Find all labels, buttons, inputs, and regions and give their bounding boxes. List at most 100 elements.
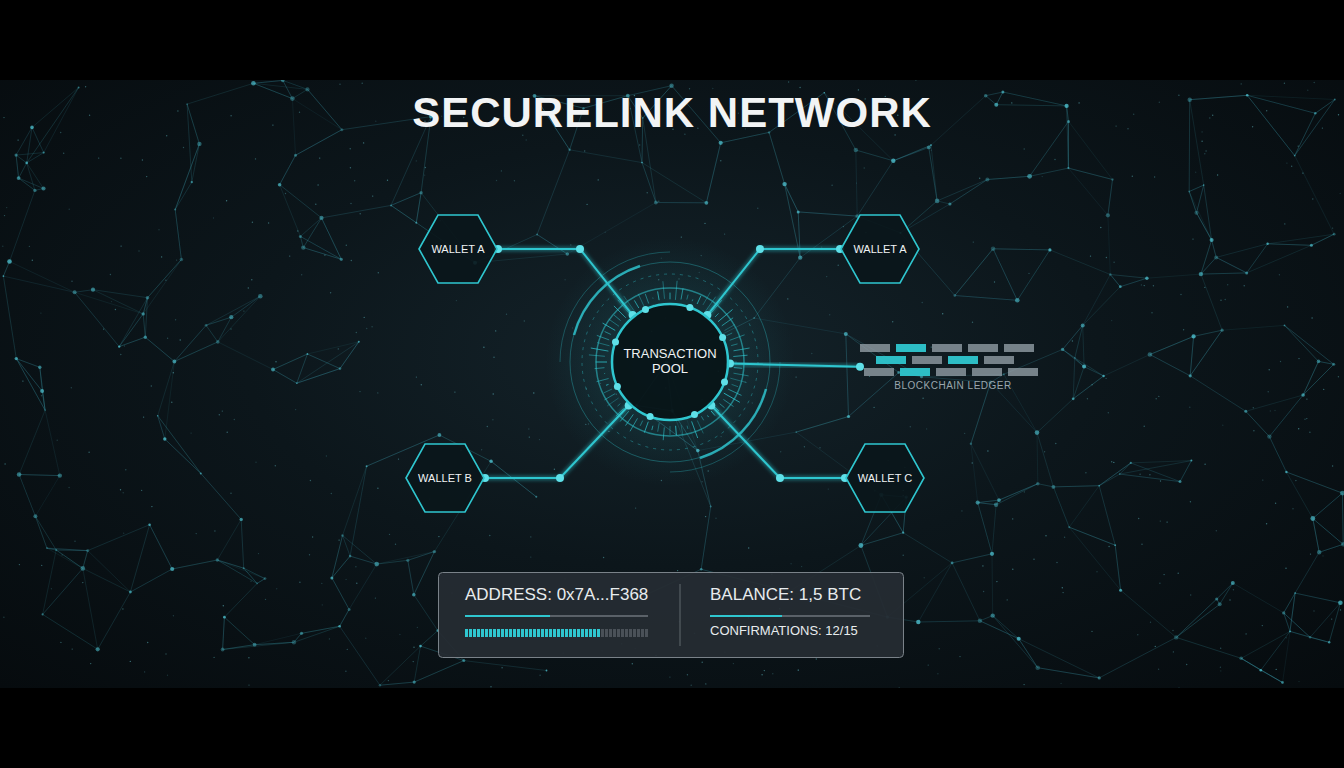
star-dot xyxy=(1332,227,1333,228)
network-dot xyxy=(1314,112,1316,114)
network-line xyxy=(1286,472,1342,493)
star-dot xyxy=(838,265,839,266)
network-line xyxy=(537,235,567,255)
star-dot xyxy=(973,241,974,242)
network-line xyxy=(642,163,656,203)
network-line xyxy=(391,205,416,222)
network-dot xyxy=(927,146,931,150)
network-line xyxy=(918,621,980,622)
star-dot xyxy=(1340,609,1341,610)
star-dot xyxy=(248,287,249,288)
network-line xyxy=(158,416,201,474)
network-line xyxy=(570,150,642,163)
network-line xyxy=(1295,593,1340,603)
network-line xyxy=(224,617,254,645)
network-line xyxy=(1261,631,1290,670)
ledger-block xyxy=(912,356,942,364)
network-dot xyxy=(142,312,145,315)
network-dot xyxy=(710,505,712,507)
pool-tick xyxy=(703,292,711,305)
star-dot xyxy=(996,581,997,582)
star-dot xyxy=(811,353,812,354)
star-dot xyxy=(1151,312,1152,313)
network-dot xyxy=(146,296,150,300)
network-dot xyxy=(180,258,184,262)
network-line xyxy=(1104,355,1150,377)
network-line xyxy=(1069,121,1113,179)
star-dot xyxy=(922,398,923,399)
star-dot xyxy=(533,392,534,393)
network-line xyxy=(1120,278,1147,287)
network-line xyxy=(218,342,273,370)
star-dot xyxy=(387,180,388,181)
star-dot xyxy=(6,207,7,208)
network-line xyxy=(292,89,307,98)
star-dot xyxy=(1155,646,1156,647)
star-dot xyxy=(151,385,152,386)
pool-tick xyxy=(663,281,665,299)
star-dot xyxy=(61,554,62,555)
network-line xyxy=(44,88,79,153)
star-dot xyxy=(1028,273,1029,274)
star-dot xyxy=(1253,407,1254,408)
network-line xyxy=(223,617,225,649)
ledger-block xyxy=(936,368,966,376)
star-dot xyxy=(1189,407,1190,408)
network-line xyxy=(1038,668,1100,678)
network-line xyxy=(978,500,999,503)
network-dot xyxy=(1239,657,1243,661)
network-line xyxy=(1180,461,1191,482)
star-dot xyxy=(330,292,331,293)
star-dot xyxy=(1284,83,1285,84)
network-dot xyxy=(1244,410,1247,413)
network-line xyxy=(1268,244,1312,246)
network-line xyxy=(987,176,1029,179)
network-dot xyxy=(536,234,538,236)
star-dot xyxy=(816,658,817,659)
network-dot xyxy=(413,681,416,684)
pool-tick xyxy=(663,427,664,440)
network-dot xyxy=(205,324,208,327)
network-line xyxy=(656,202,707,203)
network-dot xyxy=(1333,233,1336,236)
network-line xyxy=(206,325,218,342)
star-dot xyxy=(365,638,366,639)
star-dot xyxy=(40,312,41,313)
network-line xyxy=(992,505,996,554)
star-dot xyxy=(1172,630,1173,631)
progress-segment xyxy=(613,629,616,637)
star-dot xyxy=(715,518,716,519)
network-line xyxy=(1110,275,1120,287)
network-line xyxy=(929,147,937,201)
pool-dot xyxy=(721,378,728,385)
network-line xyxy=(893,145,931,161)
pool-tick xyxy=(723,399,733,406)
star-dot xyxy=(183,147,184,148)
star-dot xyxy=(704,223,705,224)
network-dot xyxy=(1317,550,1321,554)
star-dot xyxy=(2,246,3,247)
network-dot xyxy=(891,159,895,163)
network-line xyxy=(206,325,218,342)
pool-tick xyxy=(728,389,741,395)
network-line xyxy=(1083,287,1121,326)
star-dot xyxy=(780,451,781,452)
star-dot xyxy=(82,582,83,583)
star-dot xyxy=(1268,391,1269,392)
network-line xyxy=(175,144,199,210)
pool-tick xyxy=(645,294,649,304)
star-dot xyxy=(496,180,497,181)
star-dot xyxy=(1056,562,1057,563)
network-dot xyxy=(669,84,673,88)
star-dot xyxy=(1138,518,1139,519)
star-dot xyxy=(1306,398,1307,399)
star-dot xyxy=(903,555,904,556)
star-dot xyxy=(4,215,5,216)
star-dot xyxy=(1096,571,1097,572)
star-dot xyxy=(144,671,145,672)
star-dot xyxy=(1033,559,1034,560)
network-line xyxy=(187,83,253,104)
progress-track xyxy=(710,615,870,617)
network-line xyxy=(47,548,83,568)
network-dot xyxy=(216,340,220,344)
